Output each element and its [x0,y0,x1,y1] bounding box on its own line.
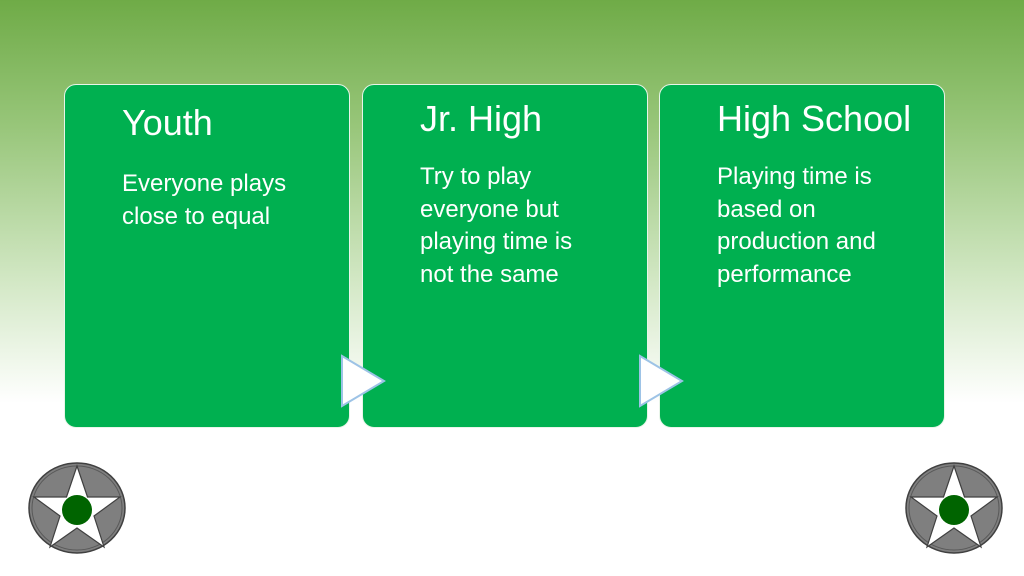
card-title: Jr. High [420,98,543,139]
card-body: Try to play everyone but playing time is… [420,163,573,288]
card-body: Playing time is based on production and … [717,163,876,288]
card-jr-high: Jr. High Try to play everyone but playin… [362,84,648,428]
card-body: Everyone plays close to equal [122,170,287,230]
card-youth: Youth Everyone plays close to equal [64,84,350,428]
card-title: High School [717,98,912,139]
card-high-school: High School Playing time is based on pro… [659,84,945,428]
card-title: Youth [122,102,213,143]
chevron-right-icon [639,354,684,408]
chevron-right-icon [341,354,386,408]
star-badge-icon [905,462,1003,554]
star-badge-icon [28,462,126,554]
